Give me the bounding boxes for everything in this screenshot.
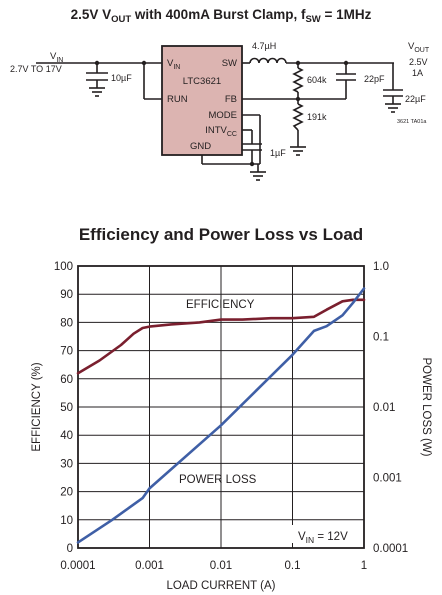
- y-left-tick-label: 20: [60, 487, 73, 499]
- vin-range: 2.7V TO 17V: [10, 64, 62, 74]
- y-left-tick-label: 50: [60, 402, 73, 414]
- capacitor-cout: [383, 89, 403, 97]
- y-right-tick-label: 1.0: [373, 261, 389, 273]
- x-tick-label: 0.001: [135, 560, 164, 572]
- efficiency-series-label: EFFICIENCY: [186, 299, 255, 311]
- x-tick-label: 0.1: [285, 560, 301, 572]
- y-right-tick-labels: 0.0001 0.001 0.01 0.1 1.0: [373, 261, 408, 555]
- y-left-tick-label: 30: [60, 458, 73, 470]
- y-left-axis-label: EFFICIENCY (%): [31, 362, 43, 451]
- vin-label: VIN: [50, 51, 63, 64]
- x-tick-label: 1: [361, 560, 367, 572]
- y-right-tick-label: 0.001: [373, 473, 402, 485]
- y-left-tick-label: 10: [60, 515, 73, 527]
- efficiency-line: [76, 298, 366, 375]
- ground-symbol-rbot: [290, 146, 306, 156]
- cout-label: 22µF: [405, 94, 426, 104]
- vout-value: 2.5V: [409, 57, 428, 67]
- ground-symbol-cout: [385, 103, 401, 113]
- capacitor-cff: [336, 73, 356, 81]
- y-right-tick-label: 0.01: [373, 402, 395, 414]
- grid: [78, 266, 364, 548]
- r-bot-label: 191k: [307, 112, 327, 122]
- pin-fb-label: FB: [225, 94, 237, 105]
- cin-label: 10µF: [111, 73, 132, 83]
- chart: Efficiency and Power Loss vs Load 0.0001…: [31, 225, 432, 592]
- x-tick-label: 0.0001: [60, 560, 95, 572]
- resistor-top: [292, 67, 304, 93]
- y-right-axis-label: POWER LOSS (W): [420, 357, 432, 456]
- capacitor-intvcc: [242, 143, 262, 151]
- capacitor-cin: [86, 72, 108, 81]
- pin-sw-label: SW: [222, 58, 237, 69]
- power-loss-line: [76, 287, 366, 544]
- y-left-tick-label: 60: [60, 374, 73, 386]
- x-axis-label: LOAD CURRENT (A): [166, 580, 275, 592]
- vin-note: VIN = 12V: [298, 531, 348, 545]
- pin-mode-label: MODE: [209, 110, 238, 121]
- series: [76, 287, 366, 544]
- ic-name: LTC3621: [183, 76, 221, 87]
- figure-code: 3621 TA01a: [397, 119, 427, 125]
- inductor: [249, 57, 287, 64]
- vin-note-bg: [292, 525, 360, 543]
- y-right-tick-label: 0.0001: [373, 543, 408, 555]
- cint-label: 1µF: [270, 148, 286, 158]
- y-left-tick-label: 100: [54, 261, 73, 273]
- y-right-tick-label: 0.1: [373, 332, 389, 344]
- resistor-bottom: [292, 103, 304, 131]
- pin-run-label: RUN: [167, 94, 188, 105]
- ground-symbol-ic: [250, 171, 266, 181]
- ic-ltc3621: [161, 45, 243, 156]
- ground-symbol-cin: [89, 87, 105, 97]
- cff-label: 22pF: [364, 74, 385, 84]
- iout-value: 1A: [412, 68, 423, 78]
- pin-gnd-label: GND: [190, 141, 211, 152]
- power-loss-series-label: POWER LOSS: [179, 474, 257, 486]
- pin-intvcc-label: INTVCC: [205, 125, 237, 138]
- y-left-tick-label: 70: [60, 346, 73, 358]
- x-tick-labels: 0.0001 0.001 0.01 0.1 1: [60, 560, 367, 572]
- inductor-label: 4.7µH: [252, 41, 276, 51]
- schematic-title: 2.5V VOUT with 400mA Burst Clamp, fSW = …: [71, 7, 372, 25]
- r-top-label: 604k: [307, 75, 327, 85]
- vout-label: VOUT: [408, 41, 430, 54]
- y-left-tick-label: 0: [67, 543, 73, 555]
- junction-dots: [94, 60, 349, 167]
- chart-title: Efficiency and Power Loss vs Load: [79, 225, 363, 244]
- y-left-tick-label: 40: [60, 430, 73, 442]
- y-left-tick-label: 90: [60, 289, 73, 301]
- x-tick-label: 0.01: [210, 560, 232, 572]
- pin-vin-label: VIN: [167, 58, 180, 71]
- schematic: 2.5V VOUT with 400mA Burst Clamp, fSW = …: [10, 7, 430, 181]
- y-left-tick-labels: 0 10 20 30 40 50 60 70 80 90 100: [54, 261, 73, 555]
- y-left-tick-label: 80: [60, 317, 73, 329]
